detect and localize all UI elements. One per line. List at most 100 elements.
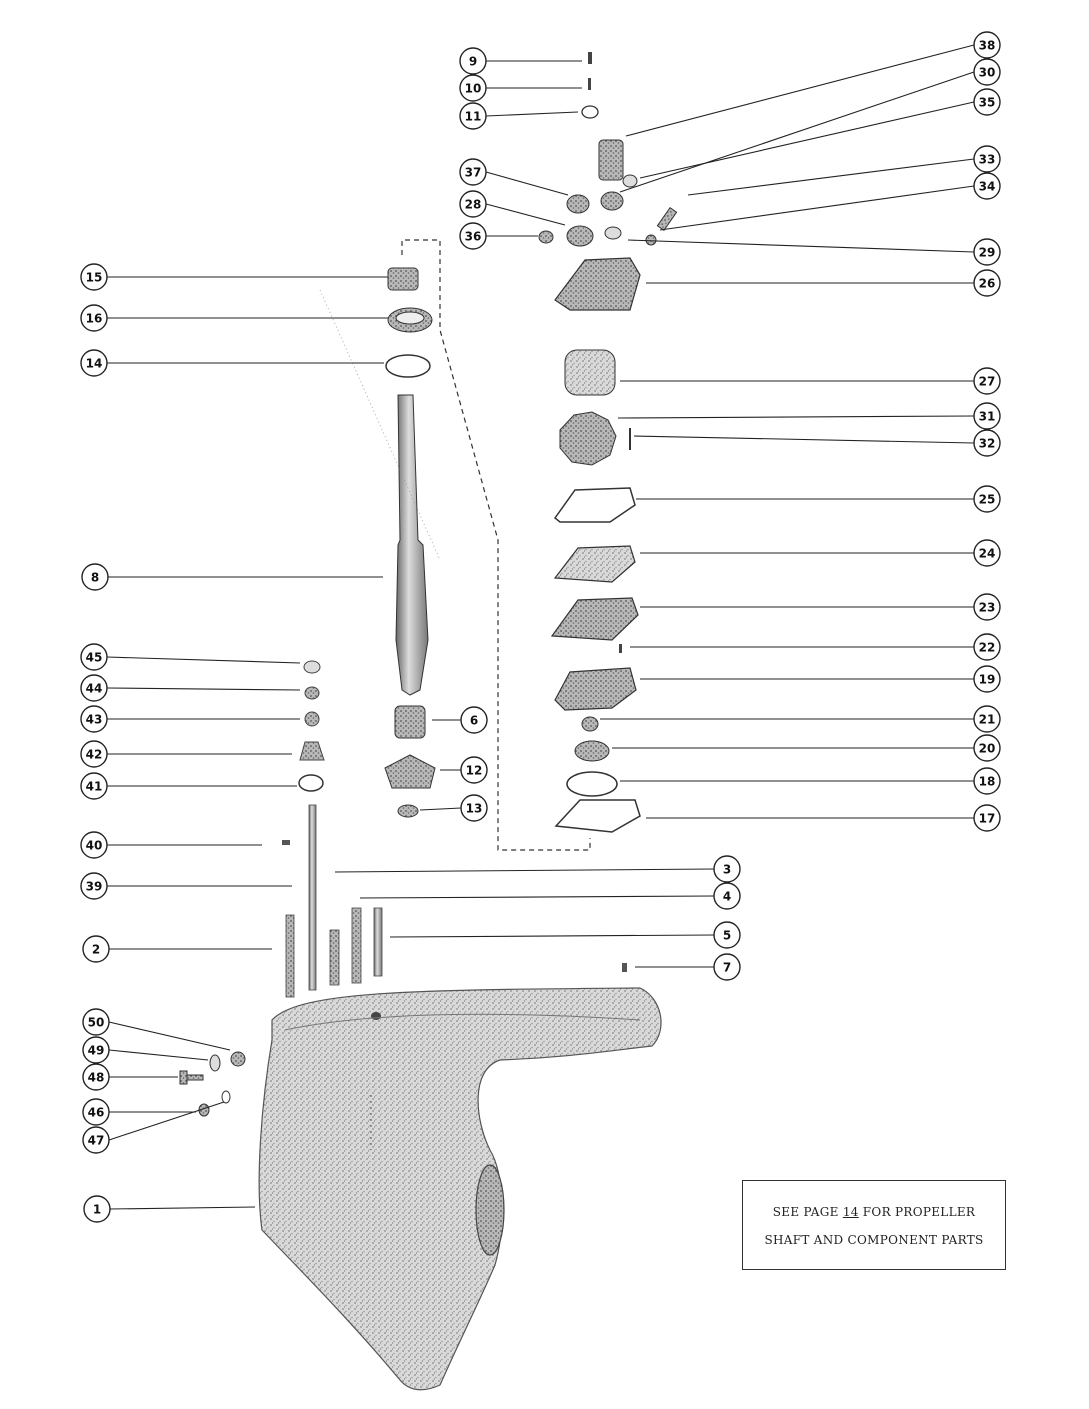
leader-line-31 (617, 415, 975, 419)
callout-label-29: 29 (979, 246, 996, 260)
screw-48 (179, 1070, 204, 1085)
callout-label-11: 11 (465, 110, 482, 124)
callout-circle-34 (973, 172, 1001, 200)
o-ring-18 (566, 771, 618, 797)
callout-label-12: 12 (466, 764, 483, 778)
callout-circle-27 (973, 367, 1001, 395)
leader-line-38 (625, 44, 975, 137)
callout-label-37: 37 (465, 166, 482, 180)
leader-line-44 (106, 687, 301, 691)
pin-9 (588, 52, 592, 64)
callout-label-23: 23 (979, 601, 996, 615)
callout-label-20: 20 (979, 742, 996, 756)
callout-circle-6 (460, 706, 488, 734)
callout-label-22: 22 (979, 641, 996, 655)
callout-label-49: 49 (88, 1044, 105, 1058)
stud-5 (373, 907, 383, 977)
pin-40 (282, 840, 290, 845)
callout-label-45: 45 (86, 651, 103, 665)
gasket-23 (550, 597, 639, 641)
nut-35 (622, 174, 638, 188)
callout-label-28: 28 (465, 198, 482, 212)
callout-label-36: 36 (465, 230, 482, 244)
seal-28 (566, 225, 594, 247)
callout-circle-18 (973, 767, 1001, 795)
gear-housing (258, 987, 662, 1391)
callout-circle-43 (80, 705, 108, 733)
leader-line-32 (633, 435, 975, 444)
washer-29 (604, 226, 622, 240)
callout-label-15: 15 (86, 271, 103, 285)
leader-line-45 (106, 656, 301, 664)
callout-circle-44 (80, 674, 108, 702)
callout-circle-36 (459, 222, 487, 250)
plate-24 (553, 545, 636, 583)
screw-33 (656, 206, 678, 232)
callout-circle-19 (973, 665, 1001, 693)
callout-circle-37 (459, 158, 487, 186)
leader-line-13 (419, 807, 462, 811)
callout-label-1: 1 (93, 1203, 101, 1217)
callout-circle-16 (80, 304, 108, 332)
callout-label-27: 27 (979, 375, 996, 389)
o-ring-41 (298, 774, 324, 792)
stud-3 (329, 929, 340, 986)
gasket-17 (554, 799, 641, 833)
callout-label-10: 10 (465, 82, 482, 96)
callout-circle-7 (713, 953, 741, 981)
callout-label-33: 33 (979, 153, 996, 167)
callout-circle-12 (460, 756, 488, 784)
callout-label-31: 31 (979, 410, 996, 424)
callout-circle-48 (82, 1063, 110, 1091)
callout-circle-31 (973, 402, 1001, 430)
callout-label-24: 24 (979, 547, 996, 561)
callout-label-6: 6 (470, 714, 478, 728)
pinion-gear-12 (384, 754, 436, 789)
gasket-25 (553, 487, 636, 523)
callout-circle-39 (80, 872, 108, 900)
callout-label-38: 38 (979, 39, 996, 53)
callout-label-35: 35 (979, 96, 996, 110)
bushing-42 (299, 741, 325, 761)
nut-50 (230, 1051, 246, 1067)
callout-circle-28 (459, 190, 487, 218)
callout-label-7: 7 (723, 961, 731, 975)
callout-label-21: 21 (979, 713, 996, 727)
callout-circle-4 (713, 882, 741, 910)
callout-circle-45 (80, 643, 108, 671)
pin-22 (619, 644, 622, 653)
callout-label-46: 46 (88, 1106, 105, 1120)
pin-7 (622, 963, 627, 972)
callout-circle-50 (82, 1008, 110, 1036)
reference-note-line-1: SEE PAGE 14 FOR PROPELLER (743, 1205, 1005, 1219)
bearing-6 (394, 705, 426, 739)
o-ring-11 (581, 105, 599, 119)
leader-line-49 (108, 1049, 209, 1061)
callout-circle-40 (80, 831, 108, 859)
callout-label-48: 48 (88, 1071, 105, 1085)
callout-circle-8 (81, 563, 109, 591)
callout-circle-9 (459, 47, 487, 75)
nut-44 (304, 686, 320, 700)
seal-37 (566, 194, 590, 214)
callout-circle-46 (82, 1098, 110, 1126)
callout-label-32: 32 (979, 437, 996, 451)
callout-label-42: 42 (86, 748, 103, 762)
callout-label-4: 4 (723, 890, 731, 904)
callout-circle-21 (973, 705, 1001, 733)
callout-label-8: 8 (91, 571, 99, 585)
tube-38 (598, 139, 624, 181)
bearing-15 (387, 267, 419, 291)
callout-circle-11 (459, 102, 487, 130)
callout-circle-47 (82, 1126, 110, 1154)
callout-label-14: 14 (86, 357, 103, 371)
nut-13 (397, 804, 419, 818)
callout-label-44: 44 (86, 682, 103, 696)
leader-line-37 (485, 171, 569, 196)
callout-label-50: 50 (88, 1016, 105, 1030)
callout-label-30: 30 (979, 66, 996, 80)
stud-2 (285, 914, 295, 998)
callout-label-26: 26 (979, 277, 996, 291)
callout-circle-17 (973, 804, 1001, 832)
